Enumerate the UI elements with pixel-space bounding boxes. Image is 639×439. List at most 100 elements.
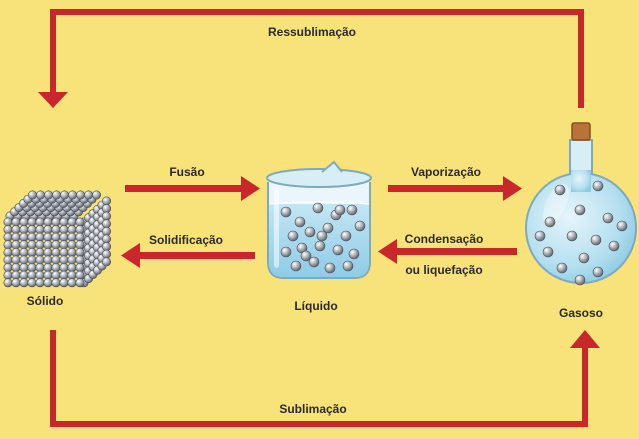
particle	[590, 234, 602, 246]
sublimation-label: Sublimação	[279, 402, 347, 416]
particle	[67, 270, 77, 280]
particle	[27, 225, 37, 235]
particle	[43, 263, 53, 273]
particle	[602, 212, 614, 224]
particle	[67, 263, 77, 273]
particle	[27, 270, 37, 280]
particle	[11, 263, 21, 273]
particle	[59, 225, 69, 235]
particle	[19, 270, 29, 280]
particle	[608, 240, 620, 252]
particle	[51, 225, 61, 235]
particle	[542, 246, 554, 258]
resublimation-arrow-line	[50, 9, 584, 108]
particle	[27, 278, 37, 288]
solidification-arrowhead	[121, 243, 140, 268]
resublimation-arrowhead	[38, 92, 68, 108]
particle	[59, 217, 69, 227]
gas-state-label: Gasoso	[558, 306, 604, 320]
particle	[308, 256, 320, 268]
particle	[11, 225, 21, 235]
particle	[59, 278, 69, 288]
particle	[11, 217, 21, 227]
particle	[75, 263, 85, 273]
particle	[19, 240, 29, 250]
particle	[316, 230, 328, 242]
particle	[554, 184, 566, 196]
particle	[544, 216, 556, 228]
particle	[11, 255, 21, 265]
particle	[35, 240, 45, 250]
liquid-particles	[280, 202, 366, 274]
particle	[312, 202, 324, 214]
particle	[27, 255, 37, 265]
particle	[322, 222, 334, 234]
liquefaction-label: ou liquefação	[405, 263, 483, 277]
particle	[300, 250, 312, 262]
particle	[59, 240, 69, 250]
particle	[19, 232, 29, 242]
particle	[332, 244, 344, 256]
particle	[67, 240, 77, 250]
particle	[51, 278, 61, 288]
particle	[102, 242, 112, 252]
particle	[102, 257, 112, 267]
particle	[51, 232, 61, 242]
particle	[59, 190, 69, 200]
particle	[59, 270, 69, 280]
particle	[51, 263, 61, 273]
particle	[11, 240, 21, 250]
particle	[334, 204, 346, 216]
solidification-label: Solidificação	[148, 233, 224, 247]
particle	[534, 230, 546, 242]
particle	[35, 232, 45, 242]
particle	[102, 196, 112, 206]
particle	[67, 247, 77, 257]
particle	[68, 190, 78, 200]
particle	[43, 247, 53, 257]
flask-illustration	[525, 122, 637, 286]
fusion-label: Fusão	[169, 165, 205, 179]
particle	[3, 232, 13, 242]
particle	[11, 232, 21, 242]
particle	[35, 190, 45, 200]
particle	[354, 220, 366, 232]
particle	[27, 190, 37, 200]
particle	[51, 270, 61, 280]
particle	[75, 240, 85, 250]
particle	[19, 255, 29, 265]
particle	[324, 262, 336, 274]
particle	[19, 278, 29, 288]
particle	[35, 263, 45, 273]
particle	[19, 225, 29, 235]
particle	[102, 219, 112, 229]
particle	[75, 232, 85, 242]
particle	[27, 217, 37, 227]
particle	[574, 274, 586, 286]
particle	[3, 255, 13, 265]
particle	[3, 240, 13, 250]
solid-state-label: Sólido	[26, 294, 64, 308]
particle	[348, 248, 360, 260]
beaker-illustration	[266, 160, 372, 279]
fusion-arrowhead	[241, 176, 260, 201]
sublimation-arrow-line	[50, 330, 588, 427]
particle	[592, 266, 604, 278]
particle	[43, 255, 53, 265]
vaporization-label: Vaporização	[410, 165, 482, 179]
particle	[35, 217, 45, 227]
particle	[3, 225, 13, 235]
particle	[11, 247, 21, 257]
particle	[59, 232, 69, 242]
particle	[294, 216, 306, 228]
particle	[67, 255, 77, 265]
particle	[566, 230, 578, 242]
particle	[43, 190, 53, 200]
particle	[27, 240, 37, 250]
condensation-arrowhead	[378, 239, 397, 264]
particle	[59, 255, 69, 265]
particle	[11, 278, 21, 288]
particle	[43, 217, 53, 227]
particle	[3, 263, 13, 273]
particle	[27, 263, 37, 273]
